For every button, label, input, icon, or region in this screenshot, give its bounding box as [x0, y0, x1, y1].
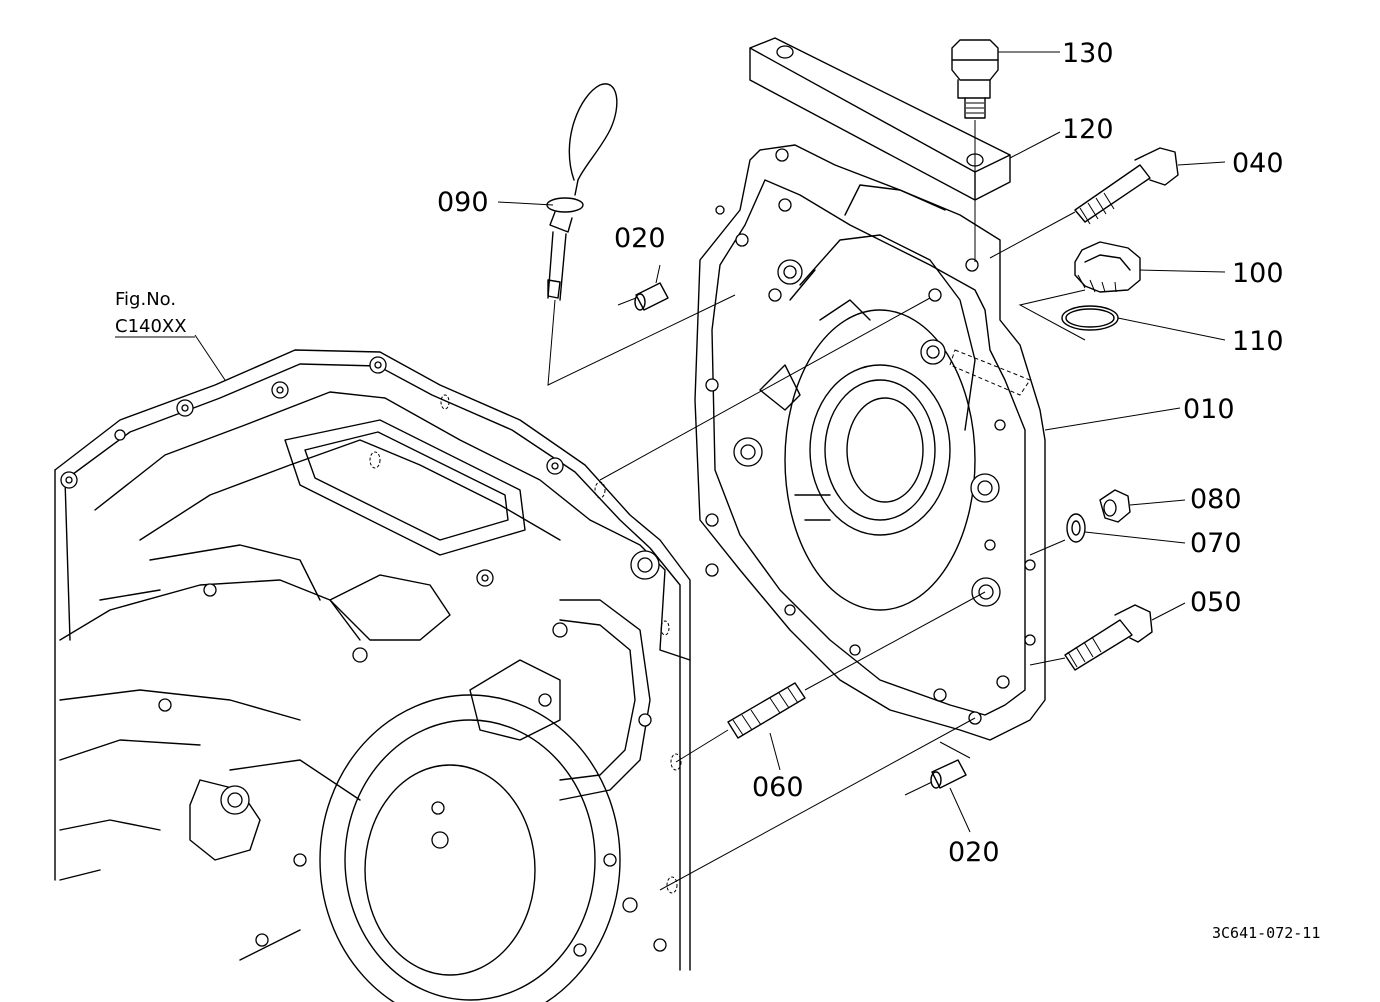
stud-060 [727, 682, 806, 739]
o-ring-110 [1061, 305, 1119, 331]
callout-130: 130 [1062, 38, 1114, 69]
fig-no-value: C140XX [115, 316, 187, 337]
bracket-120 [749, 37, 1011, 201]
callout-050: 050 [1190, 587, 1242, 618]
callout-020-upper: 020 [614, 223, 666, 254]
nut-080 [1099, 489, 1131, 523]
callout-120: 120 [1062, 114, 1114, 145]
plug-130 [951, 39, 999, 150]
pin-020-upper [634, 282, 669, 311]
gear-case-cover-010 [694, 144, 1046, 741]
callout-100: 100 [1232, 258, 1284, 289]
callout-060: 060 [752, 772, 804, 803]
callout-090: 090 [437, 187, 489, 218]
drawing-code: 3C641-072-11 [1212, 924, 1320, 942]
fig-no-label: Fig.No. [115, 289, 176, 310]
pin-020-lower [930, 759, 967, 789]
filler-cap-100 [1074, 241, 1141, 293]
bolt-040 [1074, 147, 1179, 225]
washer-070 [1066, 513, 1086, 543]
callout-010: 010 [1183, 394, 1235, 425]
dipstick-090 [546, 83, 618, 301]
leader-lines [194, 51, 1226, 891]
callout-110: 110 [1232, 326, 1284, 357]
callout-070: 070 [1190, 528, 1242, 559]
callout-080: 080 [1190, 484, 1242, 515]
callout-020-lower: 020 [948, 837, 1000, 868]
callout-040: 040 [1232, 148, 1284, 179]
bolt-050 [1064, 604, 1153, 671]
gear-case-housing [54, 349, 691, 1002]
